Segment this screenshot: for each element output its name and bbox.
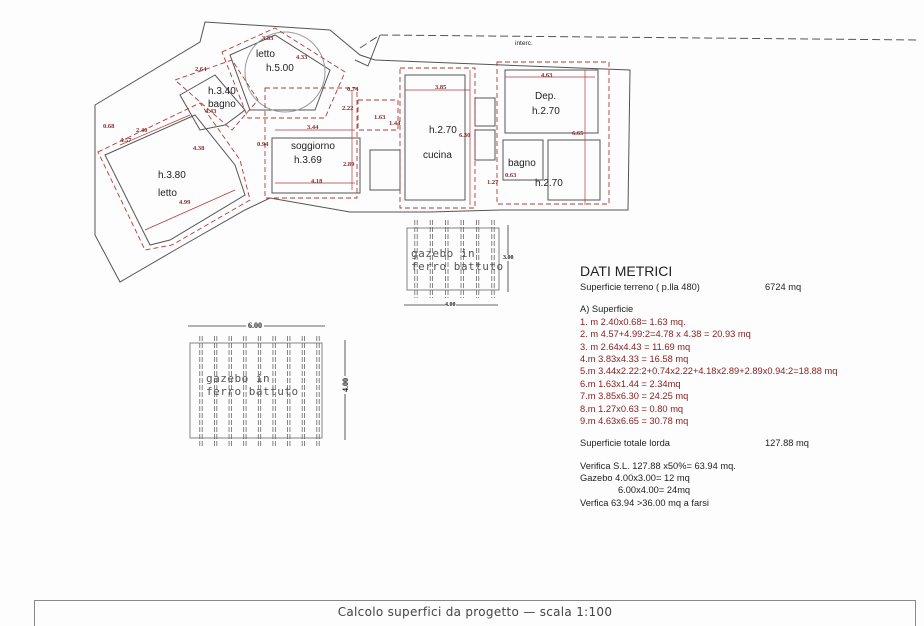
room-height-dep: h.2.70	[532, 106, 560, 117]
dim-outline-bagno	[174, 59, 259, 131]
dim-outline-soggiorno	[264, 87, 358, 199]
dim-outline-dep	[496, 61, 610, 205]
surface-item: 9.m 4.63x6.65 = 30.78 mq	[580, 415, 689, 426]
surface-item: 7.m 3.85x6.30 = 24.25 mq	[580, 391, 689, 402]
room-height-letto-left: h.3.80	[158, 170, 186, 181]
room-height-soggiorno: h.3.69	[294, 155, 322, 166]
dim-label: 4.33	[296, 54, 308, 61]
top-boundary	[359, 34, 921, 49]
surface-item: 6.m 1.63x1.44 = 2.34mq	[580, 378, 681, 389]
dim-label: 4.57	[120, 137, 132, 144]
building-outline	[94, 21, 631, 283]
room-name-soggiorno: soggiorno	[291, 141, 335, 152]
wall-dep	[504, 69, 599, 134]
terreno-label: Superficie terreno ( p.lla 480)	[580, 282, 700, 292]
dim-label: 4.38	[193, 145, 205, 152]
dim-label: 6.30	[459, 132, 471, 139]
section-label: A) Superficie	[580, 304, 634, 315]
dim-outline-letto-top	[221, 27, 346, 119]
dim-label: 4.43	[205, 108, 217, 115]
dim-label: 1.27	[487, 179, 499, 186]
dim-label: 1.63	[374, 114, 386, 121]
dim-label: 3.44	[307, 124, 319, 131]
verifica-line: Gazebo 4.00x3.00= 12 mq	[580, 473, 690, 484]
dim-label: 0.94	[257, 141, 269, 148]
dim-label: 0.63	[505, 172, 517, 179]
totale-label: Superficie totale lorda	[580, 438, 670, 449]
surface-item: 5.m 3.44x2.22:2+0.74x2.22+4.18x2.89+2.89…	[580, 366, 838, 377]
gazebo-large-label-line1: gazebo in	[206, 372, 271, 385]
surface-item: 8.m 1.27x0.63 = 0.80 mq	[580, 403, 684, 414]
dim-outline-cucina	[399, 67, 476, 209]
gazebo-small-width: 4.00	[445, 302, 456, 308]
dim-label: 2.22	[342, 105, 354, 112]
gazebo-small-label: gazebo in ferro battuto	[411, 247, 504, 273]
dim-label: 3.85	[435, 84, 447, 91]
dim-label: 4.18	[311, 178, 323, 185]
gazebo-small-label-line2: ferro battuto	[411, 260, 504, 273]
surface-item: 1. m 2.40x0.68= 1.63 mq.	[580, 316, 686, 327]
metrics-panel: DATI METRICI Superficie terreno ( p.lla …	[580, 263, 880, 509]
verifica-line: 6.00x4.00= 24mq	[618, 485, 691, 496]
dim-label: 4.99	[179, 199, 191, 206]
room-name-letto-left: letto	[158, 188, 177, 199]
surface-items: 1. m 2.40x0.68= 1.63 mq. 2. m 4.57+4.99:2…	[580, 316, 880, 428]
gazebo-large-label-line2: ferro battuto	[206, 385, 299, 398]
gazebo-large-depth: 4.00	[341, 376, 350, 394]
gazebo-large-width: 6.00	[246, 321, 264, 330]
dim-label: 6.65	[572, 130, 584, 137]
room-name-letto-top: letto	[256, 49, 275, 60]
surface-item: 2. m 4.57+4.99:2=4.78 x 4.38 = 20.93 mq	[580, 329, 751, 340]
gazebo-large-drawing	[188, 325, 346, 446]
wall-cucina	[404, 74, 466, 201]
dim-outline-letto-left	[97, 102, 251, 251]
drawing-title-block: Calcolo superfici da progetto — scala 1:…	[34, 600, 916, 626]
wall-letto-top	[229, 34, 331, 111]
totale-value: 127.88 mq	[765, 438, 809, 449]
verifica-line: Verfica 63.94 >36.00 mq a farsi	[580, 497, 709, 508]
surface-item: 4.m 3.83x4.33 = 16.58 mq	[580, 353, 689, 364]
room-name-bagno: bagno	[208, 99, 236, 110]
room-height-bagno-right: h.2.70	[535, 178, 563, 189]
dim-label: 2.40	[136, 127, 148, 134]
dim-label: 0.68	[103, 123, 115, 130]
room-name-bagno-right: bagno	[508, 158, 536, 169]
wall-letto-left	[104, 114, 246, 246]
dim-label: 1.44	[389, 120, 401, 127]
dim-label: 3.83	[262, 35, 274, 42]
wall-soggiorno	[271, 137, 361, 194]
dim-label: 2.64	[195, 66, 207, 73]
room-height-letto-top: h.5.00	[266, 63, 294, 74]
terreno-value: 6724 mq	[765, 282, 802, 292]
room-name-dep: Dep.	[535, 91, 557, 102]
terreno-row: Superficie terreno ( p.lla 480) 6724 mq	[580, 281, 880, 293]
gazebo-small-label-line1: gazebo in	[411, 247, 476, 260]
circular-room-outline	[244, 31, 326, 113]
room-height-bagno: h.3.40	[208, 86, 236, 97]
interc-label: interc.	[515, 40, 533, 47]
room-name-cucina: cucina	[423, 150, 452, 161]
room-height-cucina: h.2.70	[429, 125, 457, 136]
metrics-title: DATI METRICI	[580, 263, 673, 279]
gazebo-small-depth: 3.00	[503, 255, 514, 261]
totale-row: Superficie totale lorda 127.88 mq	[580, 437, 880, 449]
gazebo-large-label: gazebo in ferro battuto	[206, 372, 299, 398]
surface-item: 3. m 2.64x4.43 = 11.69 mq	[580, 341, 691, 352]
gazebo-small-drawing	[404, 220, 509, 306]
wall-bagno-left	[179, 74, 246, 131]
dim-label: 0.74	[347, 86, 359, 93]
dim-label: 4.63	[541, 72, 553, 79]
verifica-line: Verifica S.L. 127.88 x50%= 63.94 mq.	[580, 460, 736, 471]
dim-label: 2.89	[343, 161, 355, 168]
wall-bagno-right	[502, 139, 544, 181]
